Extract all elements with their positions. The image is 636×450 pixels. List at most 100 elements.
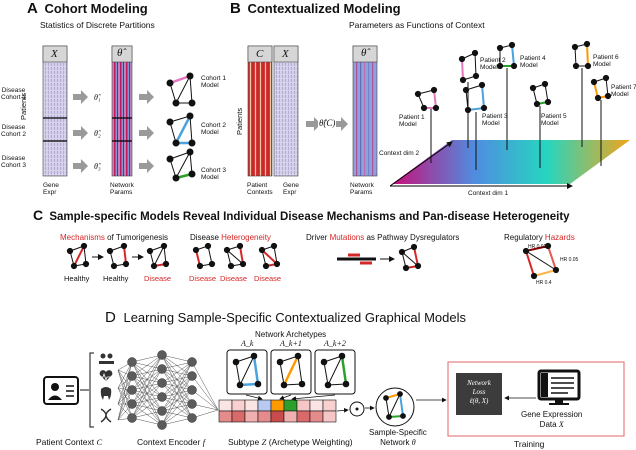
patient-1-model-label: Patient 1 Model [399,114,425,129]
hazard-label-2: HR 0.05 [560,257,579,263]
cohort-2-label: Disease Cohort 2 [1,124,26,139]
context-dim1-label: Context dim 1 [468,190,509,197]
panel-b-graphics [247,40,630,189]
encoder-node [187,357,197,367]
patient-2-network [458,49,480,84]
cohort-3-label: Disease Cohort 3 [1,155,26,170]
panel-b-letter: B [230,0,241,17]
cohort-2-network [166,112,196,147]
state-healthy-1: Healthy [64,274,90,283]
gray-arrows-b [306,117,348,131]
network-params-matrix-a [111,45,133,177]
hazard-label-1: HR 0.01 [528,244,547,250]
panel-c-graphics [66,242,560,280]
encoder-node [127,385,137,395]
heterogeneity-disease-1: Disease [189,274,217,283]
patients-label-b: Patients [235,107,244,135]
subtype-text: Subtype [228,437,260,447]
patient-4-model-label: Patient 4 Model [520,55,546,70]
hazard-network [522,242,560,280]
panel-b-title: Contextualized Modeling [247,1,401,16]
state-healthy-2: Healthy [103,274,129,283]
loss-box [456,373,502,415]
panel-b-subtitle: Parameters as Functions of Context [349,20,485,30]
cohort-3-network [166,148,196,182]
panel-d-title: Learning Sample-Specific Contextualized … [123,310,466,325]
c-group-1-title: Mechanisms of Tumorigenesis [60,234,168,242]
sample-network-circle [375,387,415,427]
context-plane [392,140,630,184]
encoder-node [157,378,167,388]
subtype-symbol: Z [261,437,267,447]
encoder-node [127,357,137,367]
matrix-header-x-a [42,45,68,63]
patient-2-model-label: Patient 2 Model [480,57,506,72]
patient-4-network [496,41,518,70]
panel-c-heading: C Sample-specific Models Reveal Individu… [33,208,570,224]
training-label: Training [514,439,545,449]
matrix-x-label-b: X [282,48,289,60]
archetype-label-3-text: A_k+2 [324,339,346,348]
gene-expr-matrix-a [42,45,68,177]
loss-line-3: ℓ(θ, X) [469,396,489,405]
cohort-1-model-label: Cohort 1 Model [201,75,226,90]
encoder-node [157,420,167,430]
heterogeneity-networks [192,242,281,270]
encoder-node [127,371,137,381]
network-params-label-b: Network Params [350,182,374,197]
patient-7-model-label: Patient 7 Model [611,84,636,99]
panel-a-subtitle: Statistics of Discrete Partitions [40,20,155,30]
gene-expression-text: Gene Expression Data [521,410,583,429]
matrix-theta-label-b: θ̂ [361,47,367,59]
hazard-label-3: HR 0.4 [536,280,552,286]
encoder-node [157,350,167,360]
patient-5-network [529,80,552,108]
encoder-node [127,399,137,409]
c-group-3-post: as Pathway Dysregulators [364,233,460,242]
c-group-2-red: Heterogeneity [221,233,271,242]
c-group-4-pre: Regulatory [504,233,545,242]
archetype-label-1: A_k [241,340,253,348]
patient-3-model-label: Patient 3 Model [482,113,508,128]
context-encoder-label: Context Encoder f [137,438,205,447]
archetype-label-2-text: A_k+1 [280,339,302,348]
patient-context-text: Patient Context [36,437,95,447]
heterogeneity-disease-2: Disease [220,274,248,283]
context-icons [99,353,114,423]
c-group-2-title: Disease Heterogeneity [190,234,271,242]
panel-a-heading: A Cohort Modeling [27,1,148,16]
patient-3-network [462,81,488,114]
encoder-node [157,364,167,374]
context-encoder-net [117,350,219,430]
context-encoder-text: Context Encoder [137,437,201,447]
matrix-theta-label-a: θ̂ [117,47,123,59]
panel-d-heading: D Learning Sample-Specific Contextualize… [105,310,466,325]
c-group-2-pre: Disease [190,233,222,242]
theta-3-label: θ̂₃ [94,162,101,171]
network-params-label-a: Network Params [110,182,134,197]
sample-network-symbol: θ [411,437,416,447]
heterogeneity-disease-3: Disease [254,274,282,283]
mechanism-networks [66,242,170,270]
patient-networks [414,40,612,114]
matrix-header-theta-a [111,45,133,63]
patient-contexts-matrix [247,45,273,177]
gene-expr-matrix-b [273,45,299,177]
panel-d-graphics [43,349,625,437]
c-group-3-title: Driver Mutations as Pathway Dysregulator… [306,234,459,242]
theta-1-label: θ̂₁ [94,93,101,102]
c-group-1-red: Mechanisms [60,233,105,242]
c-group-3-red: Mutations [329,233,365,242]
patient-context-symbol: C [96,437,103,447]
encoder-node [187,413,197,423]
loss-line-2: Loss [472,387,486,396]
archetype-box-3 [314,349,356,395]
c-group-4-red: Hazards [544,233,575,242]
encoder-node [157,406,167,416]
patient-1-network [414,86,440,112]
panel-a-graphics [42,45,196,182]
mutation-graphic [337,243,422,272]
gene-expr-label-a: Gene Expr [43,182,59,197]
c-group-4-title: Regulatory Hazards [504,234,575,242]
